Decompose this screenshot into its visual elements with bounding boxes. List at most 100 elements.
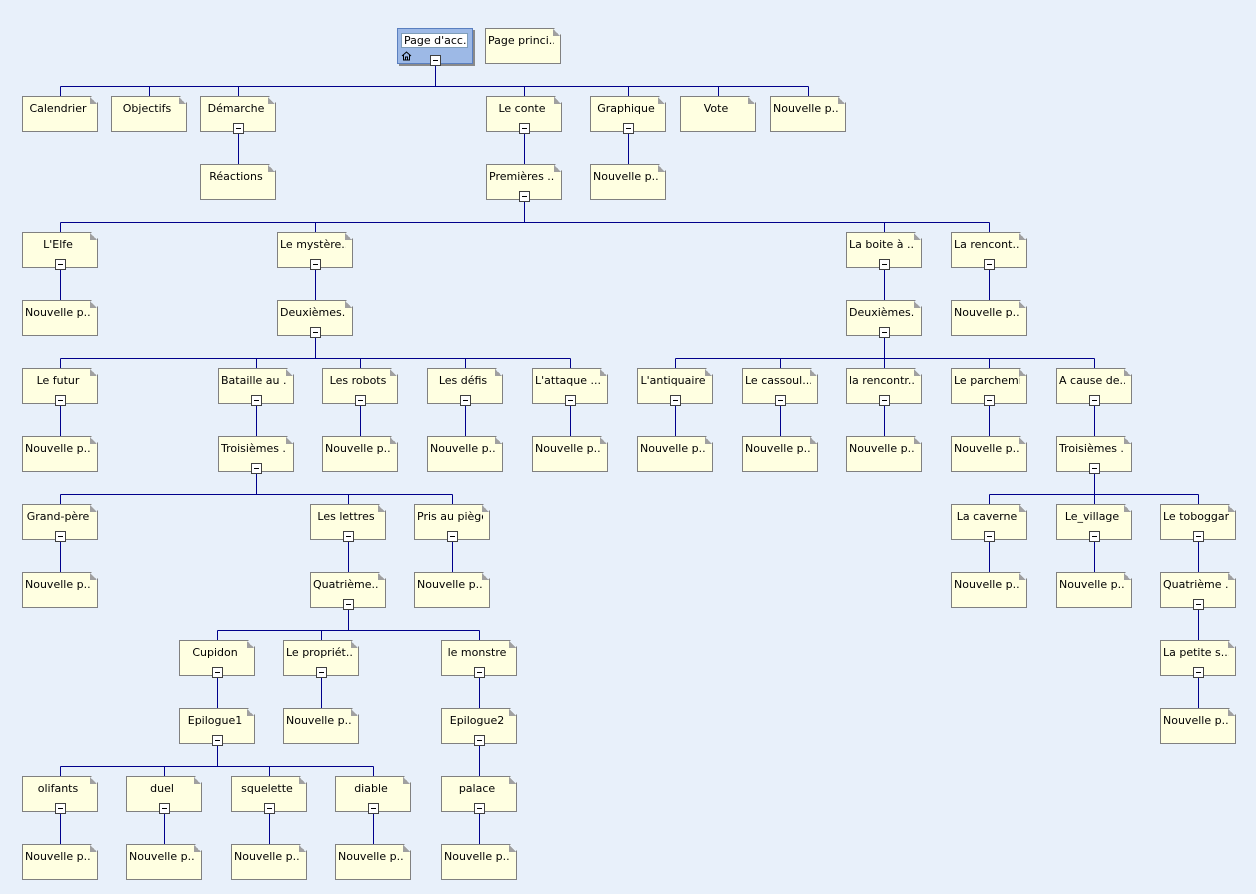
page-node-duel-np[interactable]: Nouvelle p... [126,844,202,880]
collapse-toggle-icon[interactable] [984,259,995,270]
page-node-deux1[interactable]: Deuxièmes... [277,300,353,336]
page-node-futur-np[interactable]: Nouvelle p... [22,436,98,472]
collapse-toggle-icon[interactable] [233,123,244,134]
collapse-toggle-icon[interactable] [474,667,485,678]
collapse-toggle-icon[interactable] [310,259,321,270]
page-node-squelette-np[interactable]: Nouvelle p... [231,844,307,880]
page-node-piege-np[interactable]: Nouvelle p... [414,572,490,608]
page-node-objectifs[interactable]: Objectifs [111,96,187,132]
page-node-parchemin[interactable]: Le parchemin [951,368,1027,404]
collapse-toggle-icon[interactable] [343,599,354,610]
collapse-toggle-icon[interactable] [264,803,275,814]
page-node-antiquaire-np[interactable]: Nouvelle p... [637,436,713,472]
page-node-palace-np[interactable]: Nouvelle p... [441,844,517,880]
collapse-toggle-icon[interactable] [251,463,262,474]
page-fold-corner [90,437,97,444]
page-fold-corner [403,845,410,852]
page-node-petite-np[interactable]: Nouvelle p... [1160,708,1236,744]
page-fold-corner [90,97,97,104]
page-node-propriet-np[interactable]: Nouvelle p... [283,708,359,744]
page-node-propriet[interactable]: Le propriét... [283,640,359,676]
page-node-elfe-np[interactable]: Nouvelle p... [22,300,98,336]
collapse-toggle-icon[interactable] [212,667,223,678]
page-node-attaque-np[interactable]: Nouvelle p... [532,436,608,472]
page-node-deux2[interactable]: Deuxièmes... [846,300,922,336]
page-node-rencontr-np[interactable]: Nouvelle p... [846,436,922,472]
collapse-toggle-icon[interactable] [460,395,471,406]
page-node-princi[interactable]: Page princi... [485,28,561,64]
collapse-toggle-icon[interactable] [565,395,576,406]
page-node-label: Nouvelle p... [954,306,1020,319]
page-fold-corner [90,845,97,852]
page-node-diable-np[interactable]: Nouvelle p... [335,844,411,880]
collapse-toggle-icon[interactable] [474,803,485,814]
page-node-parchemin-np[interactable]: Nouvelle p... [951,436,1027,472]
page-node-trois2[interactable]: Troisièmes ... [1056,436,1132,472]
page-node-duel[interactable]: duel [126,776,202,812]
collapse-toggle-icon[interactable] [55,531,66,542]
collapse-toggle-icon[interactable] [212,735,223,746]
page-node-calendrier[interactable]: Calendrier [22,96,98,132]
page-node-label: Nouvelle p... [25,442,91,455]
page-node-robots[interactable]: Les robots [322,368,398,404]
collapse-toggle-icon[interactable] [55,259,66,270]
collapse-toggle-icon[interactable] [519,123,530,134]
collapse-toggle-icon[interactable] [984,531,995,542]
collapse-toggle-icon[interactable] [519,191,530,202]
page-node-village-np[interactable]: Nouvelle p... [1056,572,1132,608]
collapse-toggle-icon[interactable] [1089,463,1100,474]
page-node-label: olifants [37,782,79,795]
collapse-toggle-icon[interactable] [316,667,327,678]
page-node-robots-np[interactable]: Nouvelle p... [322,436,398,472]
page-node-caverne-np[interactable]: Nouvelle p... [951,572,1027,608]
page-node-lettres[interactable]: Les lettres [310,504,386,540]
collapse-toggle-icon[interactable] [310,327,321,338]
page-fold-corner [247,641,254,648]
collapse-toggle-icon[interactable] [623,123,634,134]
page-node-petite[interactable]: La petite s... [1160,640,1236,676]
collapse-toggle-icon[interactable] [879,395,890,406]
page-node-label: Le conte [498,102,546,115]
page-node-defis-np[interactable]: Nouvelle p... [427,436,503,472]
collapse-toggle-icon[interactable] [159,803,170,814]
collapse-toggle-icon[interactable] [879,259,890,270]
page-fold-corner [838,97,845,104]
collapse-toggle-icon[interactable] [1193,667,1204,678]
page-node-graph-np[interactable]: Nouvelle p... [590,164,666,200]
page-fold-corner [268,165,275,172]
page-node-cassoul-np[interactable]: Nouvelle p... [742,436,818,472]
collapse-toggle-icon[interactable] [368,803,379,814]
page-node-reactions[interactable]: Réactions [200,164,276,200]
collapse-toggle-icon[interactable] [1089,531,1100,542]
page-fold-corner [286,437,293,444]
collapse-toggle-icon[interactable] [430,55,441,66]
collapse-toggle-icon[interactable] [55,395,66,406]
page-fold-corner [179,97,186,104]
collapse-toggle-icon[interactable] [55,803,66,814]
page-node-rencont-np[interactable]: Nouvelle p... [951,300,1027,336]
collapse-toggle-icon[interactable] [343,531,354,542]
page-node-attaque[interactable]: L'attaque ... [532,368,608,404]
page-node-grandpere-np[interactable]: Nouvelle p... [22,572,98,608]
page-fold-corner [299,777,306,784]
collapse-toggle-icon[interactable] [1089,395,1100,406]
page-node-olifants-np[interactable]: Nouvelle p... [22,844,98,880]
collapse-toggle-icon[interactable] [1193,531,1204,542]
page-fold-corner [914,301,921,308]
collapse-toggle-icon[interactable] [775,395,786,406]
page-node-vote[interactable]: Vote [680,96,756,132]
page-fold-corner [90,505,97,512]
page-node-np-top[interactable]: Nouvelle p... [770,96,846,132]
collapse-toggle-icon[interactable] [474,735,485,746]
collapse-toggle-icon[interactable] [879,327,890,338]
collapse-toggle-icon[interactable] [984,395,995,406]
collapse-toggle-icon[interactable] [447,531,458,542]
collapse-toggle-icon[interactable] [251,395,262,406]
page-node-leconte[interactable]: Le conte [486,96,562,132]
collapse-toggle-icon[interactable] [1193,599,1204,610]
page-fold-corner [553,29,560,36]
page-fold-corner [1228,641,1235,648]
page-node-defis[interactable]: Les défis [427,368,503,404]
collapse-toggle-icon[interactable] [355,395,366,406]
collapse-toggle-icon[interactable] [670,395,681,406]
